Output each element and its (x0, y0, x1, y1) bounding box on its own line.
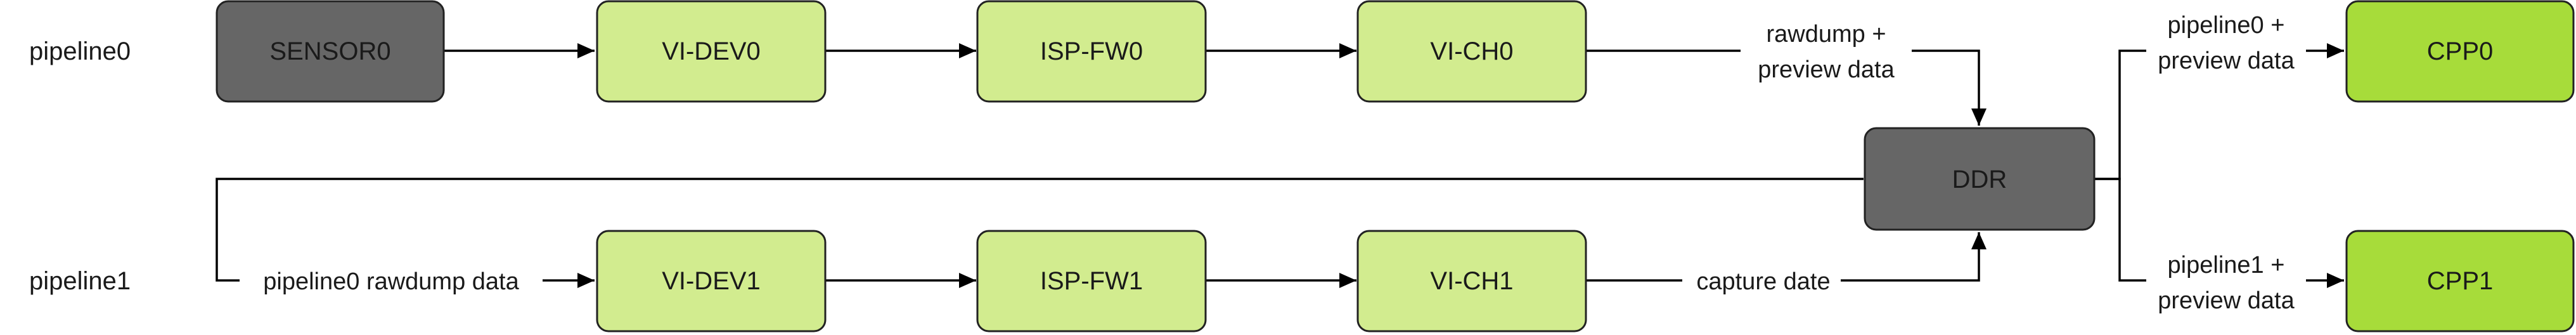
edge-label-capture-text: capture date (1696, 268, 1830, 295)
node-cpp0[interactable]: CPP0 (2345, 0, 2575, 103)
node-vi-ch1[interactable]: VI-CH1 (1356, 230, 1587, 332)
node-vi-ch1-label: VI-CH1 (1430, 267, 1513, 295)
node-isp-fw1-label: ISP-FW1 (1040, 267, 1143, 295)
edge-label-p1-preview-line2: preview data (2158, 287, 2295, 314)
node-vi-dev1-label: VI-DEV1 (662, 267, 761, 295)
edge-label-rawdump-line1: rawdump + (1766, 21, 1886, 48)
edge-label-capture: capture date (1682, 265, 1841, 297)
node-vi-ch0[interactable]: VI-CH0 (1356, 0, 1587, 103)
node-cpp0-label: CPP0 (2427, 37, 2494, 65)
edge-label-pipeline0-preview: pipeline0 + preview data (2146, 9, 2306, 76)
edge-label-pipeline0-rawdump-text: pipeline0 rawdump data (263, 268, 519, 295)
node-sensor0[interactable]: SENSOR0 (216, 0, 445, 103)
node-vi-dev1[interactable]: VI-DEV1 (596, 230, 827, 332)
row-label-pipeline0: pipeline0 (29, 37, 131, 65)
node-isp-fw1[interactable]: ISP-FW1 (976, 230, 1207, 332)
node-sensor0-label: SENSOR0 (269, 37, 390, 65)
row-label-pipeline1: pipeline1 (29, 267, 131, 295)
edge-label-rawdump-line2: preview data (1758, 56, 1895, 83)
node-cpp1[interactable]: CPP1 (2345, 230, 2575, 332)
edge-label-pipeline1-preview: pipeline1 + preview data (2146, 249, 2306, 316)
node-ddr-label: DDR (1952, 166, 2007, 194)
node-isp-fw0[interactable]: ISP-FW0 (976, 0, 1207, 103)
edge-label-pipeline0-rawdump: pipeline0 rawdump data (240, 265, 543, 297)
node-vi-dev0[interactable]: VI-DEV0 (596, 0, 827, 103)
node-isp-fw0-label: ISP-FW0 (1040, 37, 1143, 65)
node-vi-dev0-label: VI-DEV0 (662, 37, 761, 65)
edge-label-rawdump-preview: rawdump + preview data (1741, 16, 1912, 85)
edge-label-p0-preview-line1: pipeline0 + (2168, 12, 2285, 39)
node-cpp1-label: CPP1 (2427, 267, 2494, 295)
node-ddr[interactable]: DDR (1864, 127, 2096, 231)
node-vi-ch0-label: VI-CH0 (1430, 37, 1513, 65)
edge-label-p1-preview-line1: pipeline1 + (2168, 252, 2285, 279)
edge-vich0-ddr (1586, 49, 1987, 126)
edge-label-p0-preview-line2: preview data (2158, 48, 2295, 74)
